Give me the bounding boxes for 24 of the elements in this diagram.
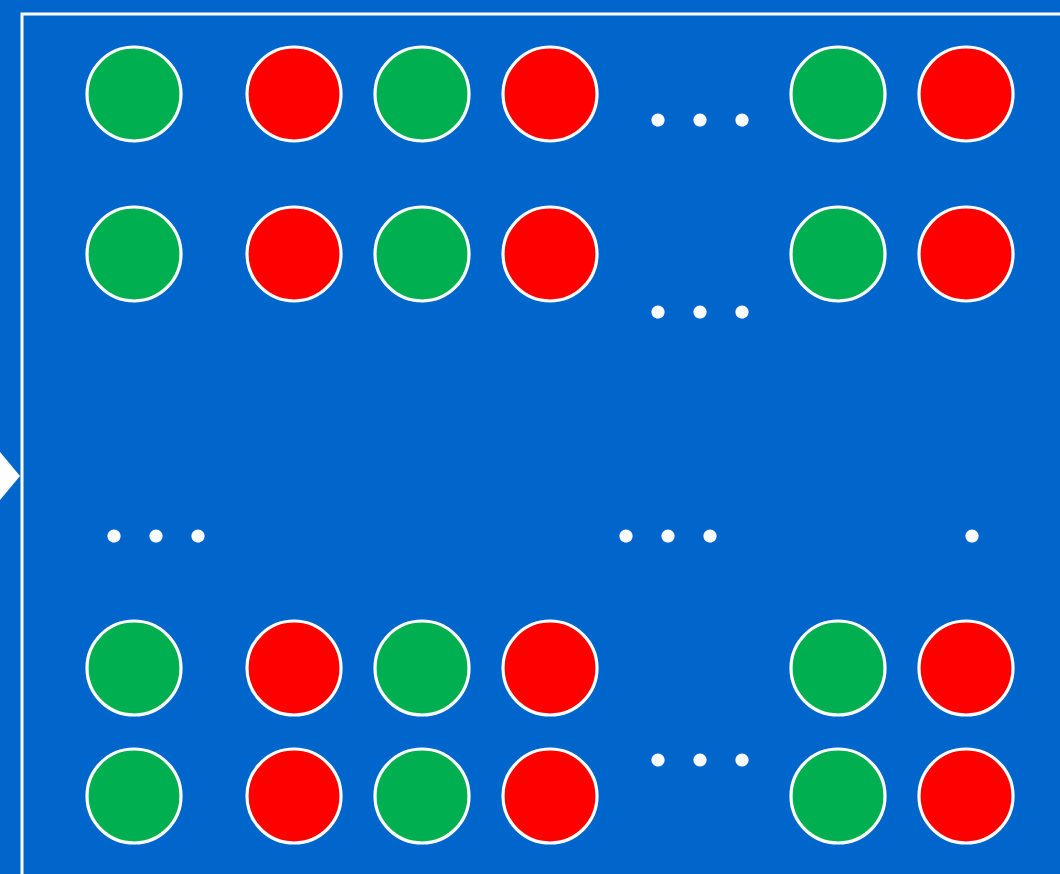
circle <box>245 619 343 717</box>
circle <box>501 205 599 303</box>
circle <box>373 619 471 717</box>
circle <box>373 747 471 845</box>
circle <box>789 205 887 303</box>
circle <box>85 205 183 303</box>
circle <box>789 619 887 717</box>
circle <box>85 619 183 717</box>
circle <box>917 45 1015 143</box>
circle <box>789 45 887 143</box>
circle <box>245 45 343 143</box>
circle <box>501 747 599 845</box>
circle <box>501 45 599 143</box>
circle <box>917 747 1015 845</box>
circle <box>85 45 183 143</box>
circle <box>501 619 599 717</box>
circle <box>789 747 887 845</box>
circle <box>373 205 471 303</box>
circle <box>245 747 343 845</box>
circle <box>917 205 1015 303</box>
circle <box>917 619 1015 717</box>
circle <box>85 747 183 845</box>
circle <box>245 205 343 303</box>
circle <box>373 45 471 143</box>
